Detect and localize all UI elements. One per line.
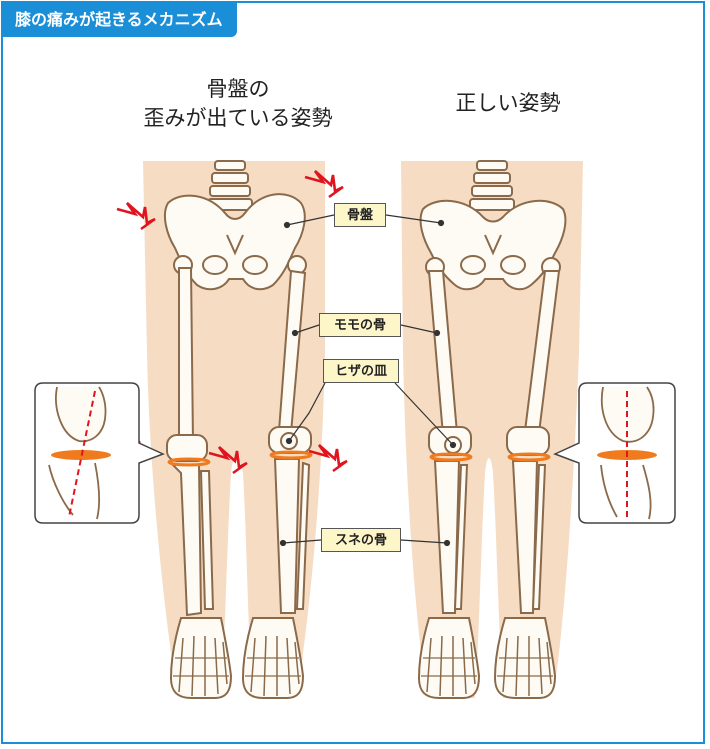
label-tibia: スネの骨: [321, 528, 401, 552]
spine-vertebrae-correct: [469, 160, 515, 211]
knee-detail-callout-correct: [553, 382, 676, 524]
label-pelvis: 骨盤: [334, 203, 386, 227]
knee-left-1: [166, 434, 208, 462]
heading-left-line-2: 歪みが出ている姿勢: [143, 106, 333, 130]
skeleton-misaligned: [164, 160, 312, 699]
knee-rings-misaligned: [167, 450, 313, 467]
label-patella: ヒザの皿: [323, 359, 399, 383]
label-femur: モモの骨: [319, 313, 401, 337]
heading-correct-posture: 正しい姿勢: [455, 91, 561, 115]
femur-left-leg-1: [178, 267, 195, 444]
heading-left-line-1: 骨盤の: [206, 77, 270, 101]
knee-rings-correct: [429, 452, 551, 462]
knee-detail-callout-misaligned: [34, 382, 165, 524]
heading-misaligned-posture: 骨盤の 歪みが出ている姿勢: [93, 75, 383, 133]
skeleton-correct: [418, 160, 567, 699]
spine-vertebrae: [207, 160, 253, 211]
knee-right-2: [506, 426, 550, 456]
leader-lines: [279, 214, 457, 547]
page-title: 膝の痛みが起きるメカニズム: [3, 3, 237, 37]
skeleton-diagram: [34, 160, 676, 699]
